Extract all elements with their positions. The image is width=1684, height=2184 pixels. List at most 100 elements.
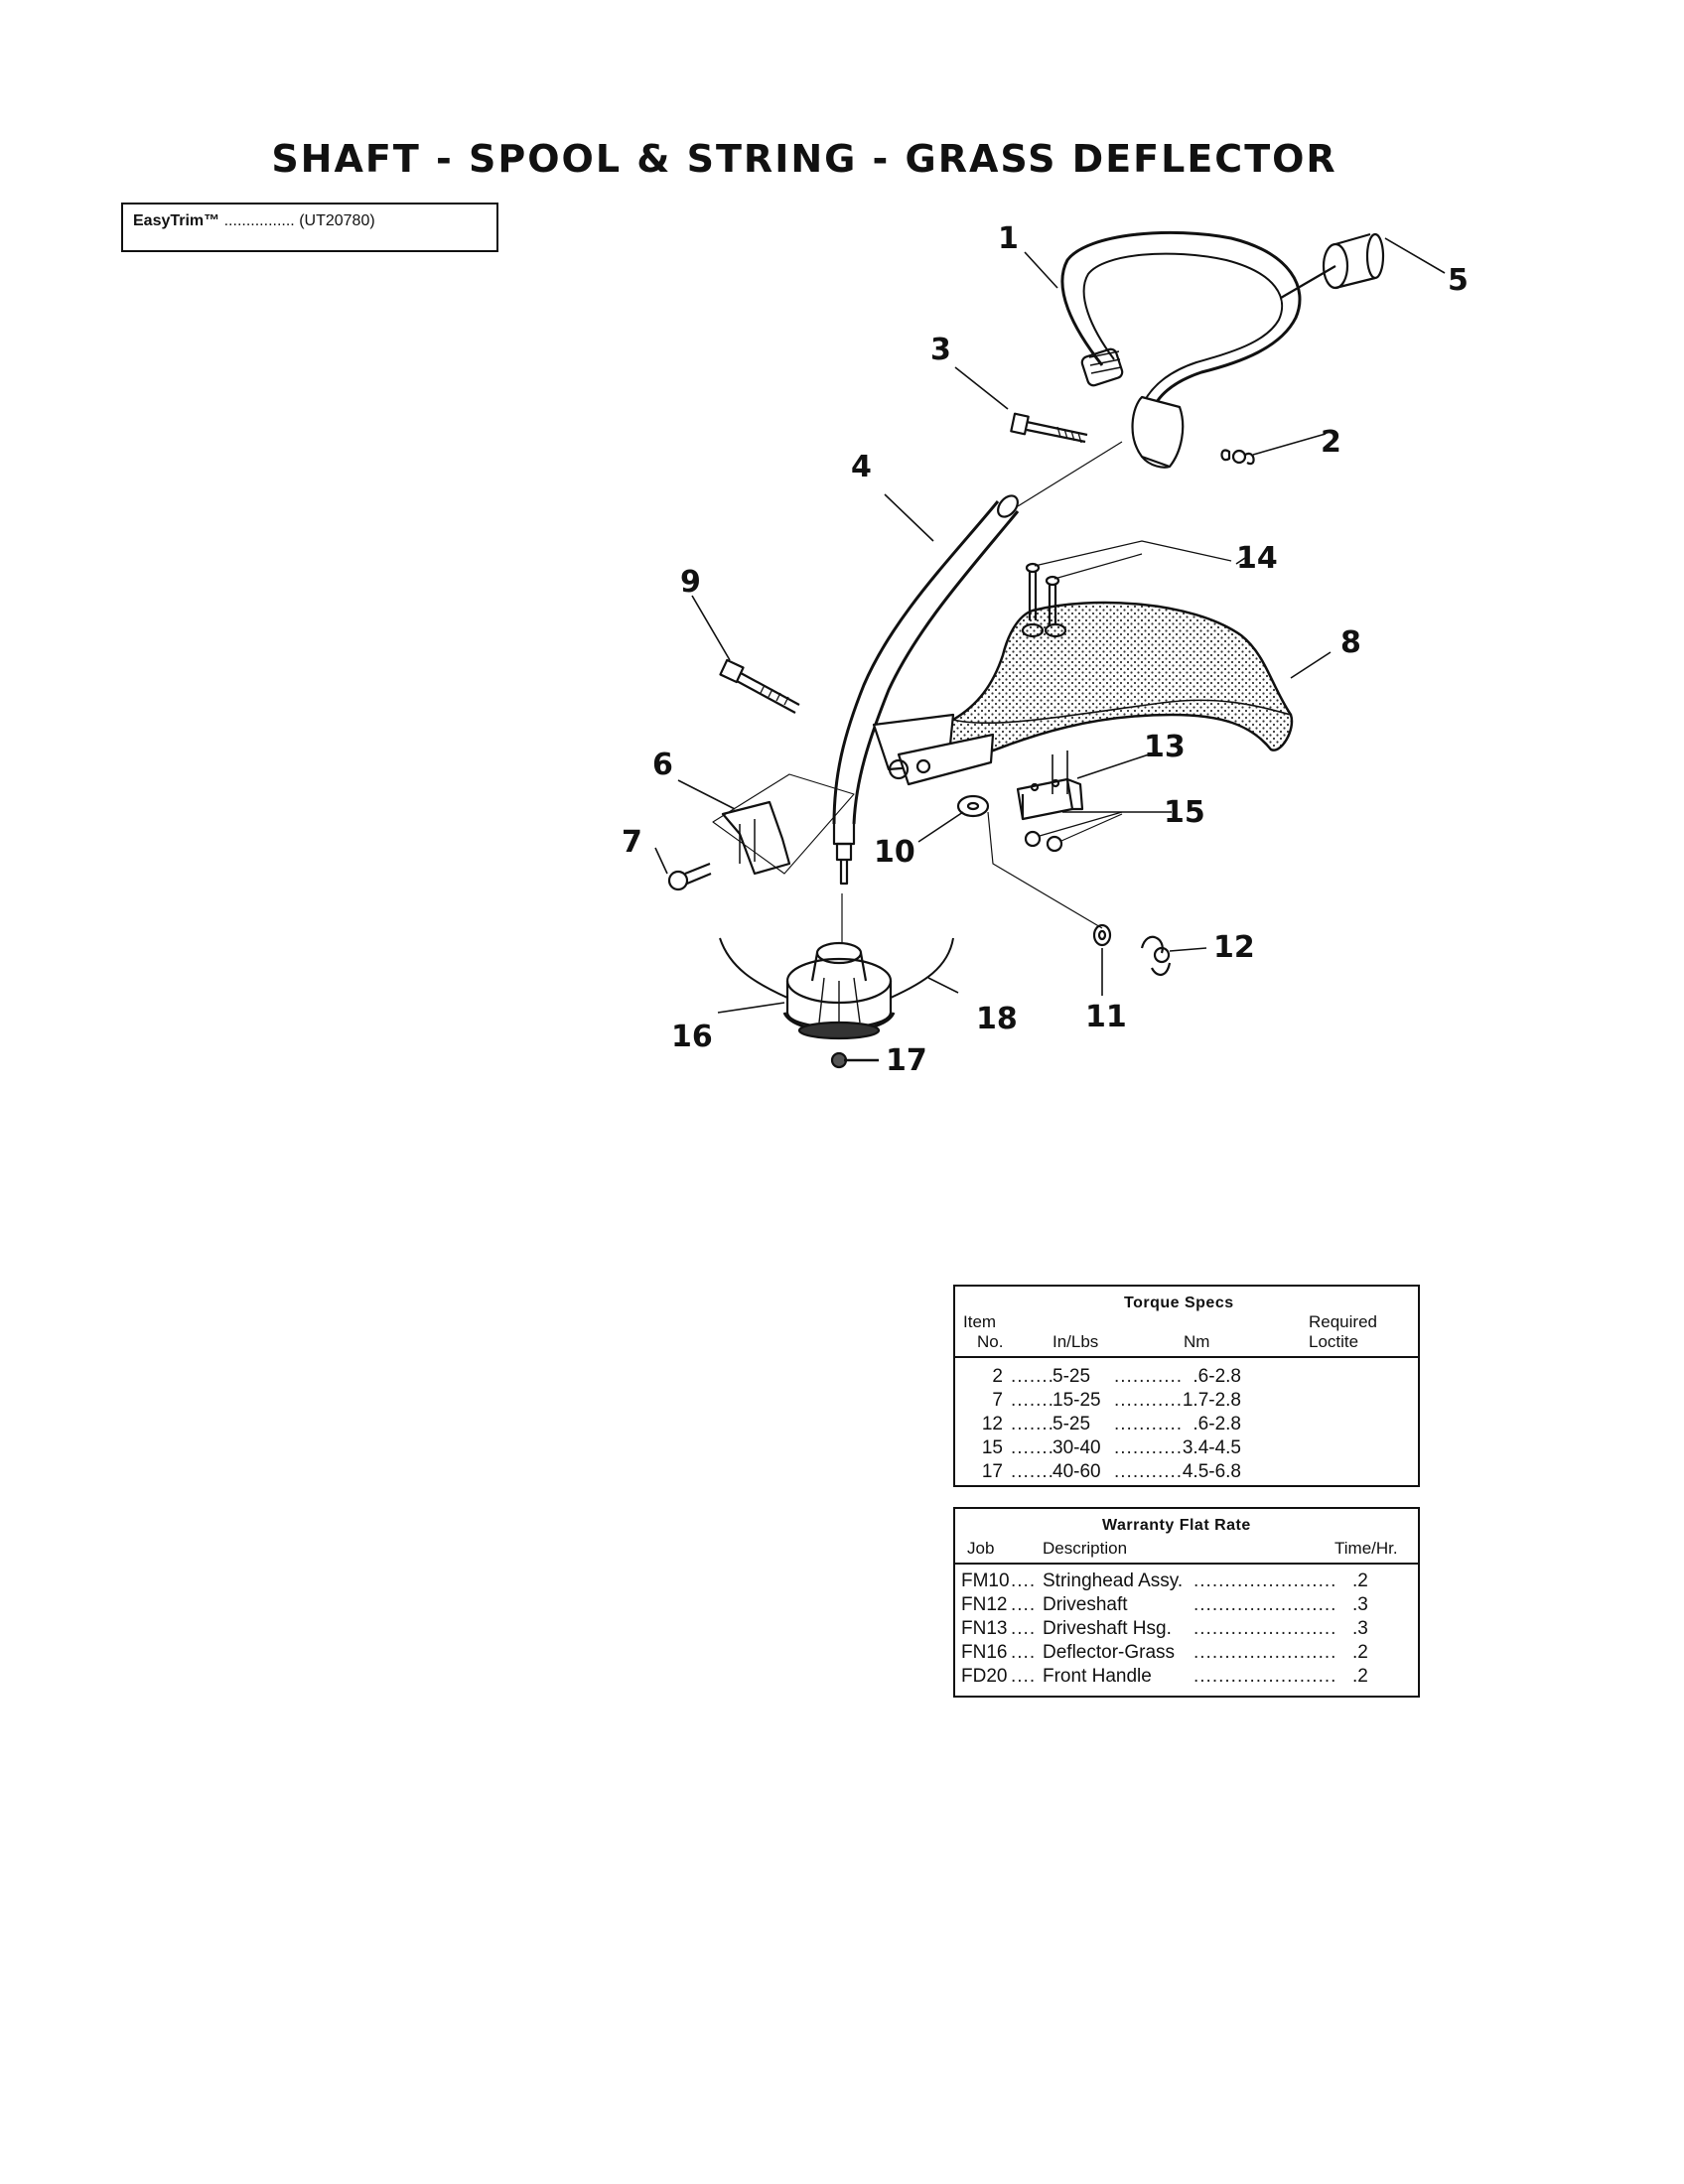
torque-row: 15.......30-40...........3.4-4.5	[955, 1437, 1418, 1461]
exploded-parts-diagram: 1 2 3 4 5 6 7 8 9 10 11 12 13 14 15 16 1…	[622, 221, 1469, 1078]
torque-row: 12.......5-25............6-2.8	[955, 1414, 1418, 1437]
torque-col-nm: Nm	[1184, 1332, 1210, 1351]
torque-col-inlbs: In/Lbs	[1052, 1332, 1099, 1351]
leader-dots: .......................	[1193, 1642, 1337, 1663]
torque-inlbs: 15-25	[1052, 1390, 1101, 1411]
warranty-description: Driveshaft	[1043, 1594, 1132, 1616]
screw-7-part	[667, 862, 712, 891]
torque-nm: 3.4-4.5	[1182, 1437, 1241, 1458]
drive-shaft-part	[832, 441, 1123, 943]
torque-col-required: Required	[1309, 1312, 1377, 1331]
warranty-flat-rate-table: Warranty Flat Rate Job Description Time/…	[953, 1507, 1420, 1698]
leader-dots: ....	[1011, 1642, 1037, 1663]
callout-8: 8	[1340, 625, 1361, 660]
warranty-row: FM10.... Stringhead Assy.................…	[955, 1570, 1418, 1594]
string-18-part	[719, 937, 954, 999]
wing-nut-12-part	[1140, 935, 1172, 976]
warranty-row: FN12.... Driveshaft......................…	[955, 1594, 1418, 1618]
page-title: SHAFT - SPOOL & STRING - GRASS DEFLECTOR	[271, 137, 1337, 181]
torque-row: 17.......40-60...........4.5-6.8	[955, 1461, 1418, 1485]
leader-dots: ....	[1011, 1618, 1037, 1639]
leader-dots: .......	[1011, 1366, 1054, 1387]
leader-dots: .......................	[1193, 1666, 1337, 1687]
bolt-9-part	[719, 658, 800, 714]
callout-18: 18	[976, 1002, 1018, 1036]
torque-item-no: 2	[992, 1366, 1003, 1387]
warranty-time: .2	[1352, 1570, 1368, 1591]
model-name: EasyTrim™	[133, 212, 220, 229]
stringhead-16-part	[782, 941, 896, 1040]
warranty-time: .2	[1352, 1666, 1368, 1687]
warranty-col-time: Time/Hr.	[1334, 1539, 1398, 1558]
warranty-title: Warranty Flat Rate	[1102, 1517, 1251, 1534]
warranty-job: FN12	[961, 1594, 1008, 1615]
torque-nm: .6-2.8	[1193, 1366, 1241, 1387]
warranty-job: FM10	[961, 1570, 1010, 1591]
callout-10: 10	[874, 835, 915, 870]
callout-12: 12	[1213, 930, 1255, 965]
leader-dots: ....	[1011, 1570, 1037, 1591]
warranty-row: FN13.... Driveshaft Hsg..................…	[955, 1618, 1418, 1642]
nut-17-part	[830, 1051, 848, 1069]
warranty-header-rule	[955, 1563, 1418, 1565]
callout-11: 11	[1085, 1000, 1127, 1034]
leader-dots: .......	[1011, 1437, 1054, 1458]
callout-9: 9	[680, 565, 701, 600]
warranty-time: .3	[1352, 1618, 1368, 1639]
callout-6: 6	[652, 748, 673, 782]
callout-2: 2	[1321, 425, 1341, 460]
leader-dots: .......	[1011, 1461, 1054, 1482]
warranty-row: FN16.... Deflector-Grass.................…	[955, 1642, 1418, 1666]
model-code: (UT20780)	[299, 212, 375, 229]
model-box: EasyTrim™ ................ (UT20780)	[121, 203, 498, 252]
leader-lines	[654, 237, 1446, 1062]
torque-inlbs: 40-60	[1052, 1461, 1101, 1482]
leader-dots: .......................	[1193, 1618, 1337, 1639]
torque-nm: 4.5-6.8	[1182, 1461, 1241, 1482]
torque-header-rule	[955, 1356, 1418, 1358]
warranty-col-description: Description	[1043, 1539, 1128, 1558]
bracket-6-part	[712, 773, 855, 876]
screws-14-part	[1025, 540, 1232, 625]
washer-11-part	[1092, 923, 1112, 947]
torque-nm: 1.7-2.8	[1182, 1390, 1241, 1411]
torque-item-no: 12	[981, 1414, 1003, 1434]
leader-dots: ....	[1011, 1594, 1037, 1615]
leader-dots: ...........	[1114, 1390, 1184, 1411]
handle-tube-part	[1280, 232, 1385, 299]
model-dots: ................	[223, 212, 295, 229]
callout-7: 7	[622, 825, 642, 860]
front-handle-part	[1060, 230, 1302, 469]
warranty-description: Driveshaft Hsg.	[1043, 1618, 1176, 1640]
torque-row: 7.......15-25...........1.7-2.8	[955, 1390, 1418, 1414]
washer-10-part	[956, 794, 1103, 929]
torque-col-no: No.	[977, 1332, 1004, 1351]
leader-dots: .......................	[1193, 1594, 1337, 1615]
bolt-3-part	[1010, 412, 1088, 444]
torque-row: 2.......5-25............6-2.8	[955, 1366, 1418, 1390]
callout-1: 1	[998, 221, 1019, 256]
torque-specs-table: Torque Specs Item No. In/Lbs Nm Required…	[953, 1285, 1420, 1487]
callout-13: 13	[1144, 730, 1186, 764]
leader-dots: ....	[1011, 1666, 1037, 1687]
warranty-row: FD20....Front Handle....................…	[955, 1666, 1418, 1690]
callout-17: 17	[886, 1043, 927, 1078]
grass-deflector-part	[872, 601, 1294, 794]
warranty-job: FN16	[961, 1642, 1008, 1663]
torque-item-no: 17	[981, 1461, 1003, 1482]
warranty-description: Deflector-Grass	[1043, 1642, 1180, 1664]
nuts-15-part	[1024, 811, 1123, 853]
torque-col-loctite: Loctite	[1309, 1332, 1359, 1351]
warranty-description: Front Handle	[1043, 1666, 1156, 1688]
leader-dots: .......................	[1193, 1570, 1337, 1591]
torque-col-item: Item	[963, 1312, 997, 1331]
leader-dots: ...........	[1114, 1414, 1184, 1434]
warranty-description: Stringhead Assy.	[1043, 1570, 1188, 1592]
torque-inlbs: 5-25	[1052, 1366, 1091, 1387]
wing-nut-2-part	[1220, 449, 1255, 466]
clamp-block-13-part	[1016, 777, 1084, 821]
callout-15: 15	[1164, 795, 1205, 830]
warranty-job: FN13	[961, 1618, 1008, 1639]
torque-title: Torque Specs	[1124, 1295, 1234, 1311]
callout-16: 16	[671, 1020, 713, 1054]
